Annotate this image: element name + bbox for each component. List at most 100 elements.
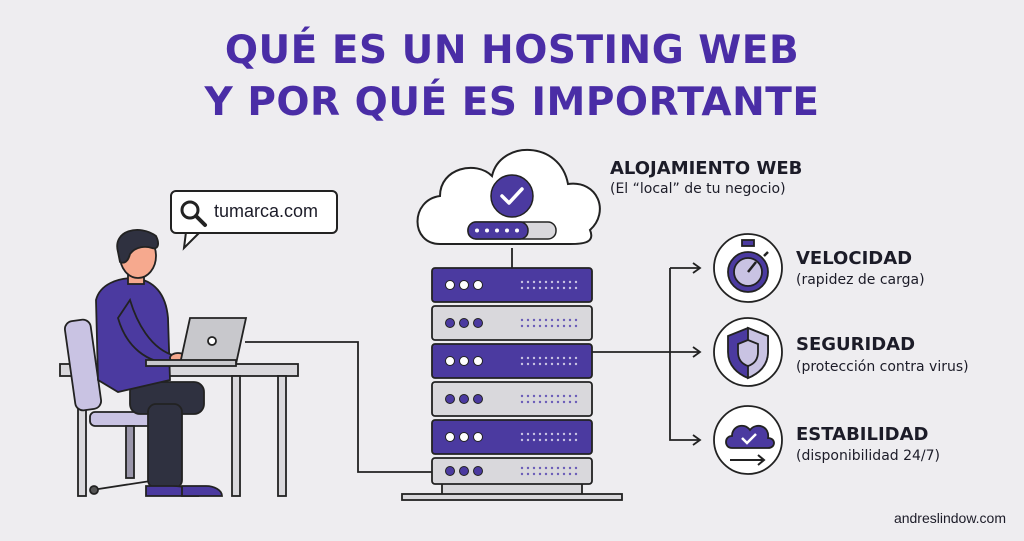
server-led (445, 466, 455, 476)
server-vent-dot (538, 432, 542, 436)
server-vent-dot (532, 432, 536, 436)
server-vent-dot (544, 394, 548, 398)
cloud-icon (416, 149, 601, 245)
server-unit (431, 305, 593, 341)
server-unit (431, 419, 593, 455)
server-vent-dot (532, 394, 536, 398)
server-vent-dot (520, 394, 524, 398)
server-vent-dot (574, 280, 578, 284)
server-vent-dot (526, 356, 530, 360)
server-rack (401, 267, 623, 501)
server-vent-dot (538, 472, 542, 476)
server-led (459, 280, 469, 290)
server-vent-dot (544, 362, 548, 366)
server-vent-dot (568, 318, 572, 322)
server-vent-dot (544, 324, 548, 328)
server-vent-dot (526, 318, 530, 322)
server-vent-dot (562, 362, 566, 366)
server-led (473, 318, 483, 328)
server-vent-dot (568, 432, 572, 436)
server-unit (431, 267, 593, 303)
feature-heading-speed: VELOCIDAD (796, 248, 913, 269)
server-vent-dot (550, 472, 554, 476)
server-vent-dot (550, 280, 554, 284)
server-vent-dot (520, 318, 524, 322)
server-led (473, 466, 483, 476)
server-vent-dot (526, 432, 530, 436)
server-vent-dot (550, 400, 554, 404)
server-led (473, 432, 483, 442)
server-vent-dot (574, 318, 578, 322)
server-vent-dot (574, 356, 578, 360)
check-circle-icon (490, 174, 534, 218)
server-vent-dot (526, 472, 530, 476)
server-vent-dot (574, 362, 578, 366)
server-vent-dot (568, 280, 572, 284)
footer-credit: andreslindow.com (893, 510, 1006, 526)
hosting-heading: ALOJAMIENTO WEB (610, 158, 803, 179)
server-vent-dot (574, 324, 578, 328)
feature-heading-security: SEGURIDAD (796, 334, 916, 355)
server-vent-dot (538, 466, 542, 470)
arrowheads (692, 262, 702, 446)
server-vent-dot (538, 280, 542, 284)
server-vent-dot (520, 472, 524, 476)
server-vent-dot (550, 324, 554, 328)
server-vent-dot (556, 286, 560, 290)
server-vent-dot (532, 362, 536, 366)
server-vent-dot (538, 286, 542, 290)
cloud-check-icon (713, 405, 783, 475)
server-vent-dot (568, 394, 572, 398)
server-vent-dot (574, 432, 578, 436)
server-vent-dot (574, 438, 578, 442)
server-vent-dot (562, 356, 566, 360)
server-vent-dot (574, 394, 578, 398)
server-vent-dot (526, 466, 530, 470)
server-led (473, 394, 483, 404)
server-vent-dot (556, 362, 560, 366)
server-vent-dot (550, 362, 554, 366)
server-unit (431, 381, 593, 417)
server-led (445, 356, 455, 366)
server-vent-dot (568, 356, 572, 360)
server-vent-dot (526, 280, 530, 284)
server-vent-dot (520, 356, 524, 360)
server-vent-dot (568, 472, 572, 476)
server-led (459, 318, 469, 328)
server-vent-dot (526, 324, 530, 328)
feature-description-stability: (disponibilidad 24/7) (796, 448, 941, 464)
server-vent-dot (538, 324, 542, 328)
server-vent-dot (574, 286, 578, 290)
server-vent-dot (556, 466, 560, 470)
feature-heading-stability: ESTABILIDAD (796, 424, 929, 445)
server-vent-dot (526, 400, 530, 404)
feature-description-speed: (rapidez de carga) (796, 272, 925, 288)
server-vent-dot (562, 394, 566, 398)
feature-description-security: (protección contra virus) (796, 359, 969, 375)
server-vent-dot (550, 432, 554, 436)
search-icon (180, 200, 207, 227)
server-vent-dot (538, 356, 542, 360)
server-leds (445, 280, 578, 476)
server-vent-dot (538, 318, 542, 322)
server-vent-dot (544, 438, 548, 442)
server-vent-dot (562, 432, 566, 436)
person (95, 229, 223, 497)
branch-line (669, 268, 700, 441)
server-vent-dot (520, 438, 524, 442)
server-led (473, 356, 483, 366)
server-vent-dot (550, 356, 554, 360)
server-vent-dot (568, 438, 572, 442)
server-vent-dot (520, 432, 524, 436)
server-vent-dot (532, 286, 536, 290)
server-vent-dot (532, 324, 536, 328)
server-vent-dot (574, 466, 578, 470)
server-vent-dot (568, 324, 572, 328)
server-vent-dot (526, 362, 530, 366)
connector-lines (245, 248, 700, 473)
person-hair (116, 229, 159, 264)
server-vent-dot (532, 400, 536, 404)
server-vent-dot (538, 400, 542, 404)
server-led (445, 318, 455, 328)
